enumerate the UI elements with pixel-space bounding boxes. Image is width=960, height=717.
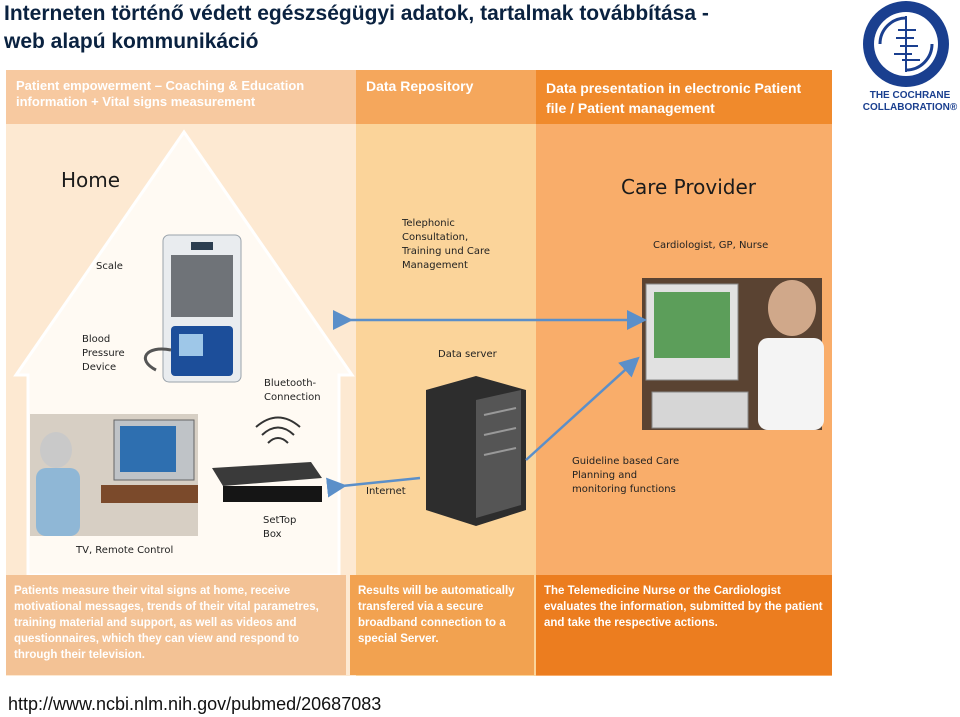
set-top-box-icon (212, 462, 322, 486)
telemedicine-diagram: Patient empowerment – Coaching & Educati… (6, 70, 832, 676)
scale-plate (171, 255, 233, 317)
title-line-1: Interneten történő védett egészségügyi a… (4, 2, 709, 25)
server-to-provider-arrow (525, 356, 640, 461)
bluetooth-wave-icon (267, 437, 289, 444)
source-link[interactable]: http://www.ncbi.nlm.nih.gov/pubmed/20687… (8, 694, 382, 714)
blood-pressure-label: Blood Pressure Device (82, 334, 125, 373)
internet-arrow (326, 476, 421, 498)
scale-display (191, 242, 213, 250)
set-top-box-label: SetTop Box (263, 515, 297, 540)
repository-column-header: Data Repository (356, 70, 536, 124)
page-title: Interneten történő védett egészségügyi a… (4, 0, 854, 56)
cochrane-emblem-icon (863, 1, 949, 87)
data-server-label: Data server (438, 349, 497, 360)
repository-footer-text: Results will be automatically transfered… (350, 575, 534, 675)
diagram-illustrations (13, 129, 824, 576)
tv-remote-label: TV, Remote Control (76, 545, 174, 556)
doctor-figure (768, 280, 816, 336)
care-footer-text: The Telemedicine Nurse or the Cardiologi… (536, 575, 832, 675)
patient-figure (40, 432, 72, 468)
home-footer-text: Patients measure their vital signs at ho… (6, 575, 346, 675)
bp-cable (143, 347, 172, 372)
scale-label: Scale (96, 261, 123, 272)
roles-label: Cardiologist, GP, Nurse (653, 240, 769, 251)
home-label: Home (61, 168, 121, 192)
care-column-header: Data presentation in electronic Patient … (536, 70, 832, 124)
internet-label: Internet (366, 486, 406, 497)
title-line-2: web alapú kommunikáció (4, 30, 259, 53)
telephonic-label: Telephonic Consultation, Training und Ca… (402, 218, 490, 271)
cochrane-logo: THE COCHRANE COLLABORATION® (860, 0, 960, 118)
guideline-label: Guideline based Care Planning and monito… (572, 456, 680, 495)
bp-screen (179, 334, 203, 356)
home-column-header: Patient empowerment – Coaching & Educati… (6, 70, 356, 124)
care-provider-label: Care Provider (621, 175, 757, 199)
bluetooth-label: Bluetooth- Connection (264, 378, 321, 403)
logo-text: THE COCHRANE COLLABORATION® (862, 90, 958, 113)
